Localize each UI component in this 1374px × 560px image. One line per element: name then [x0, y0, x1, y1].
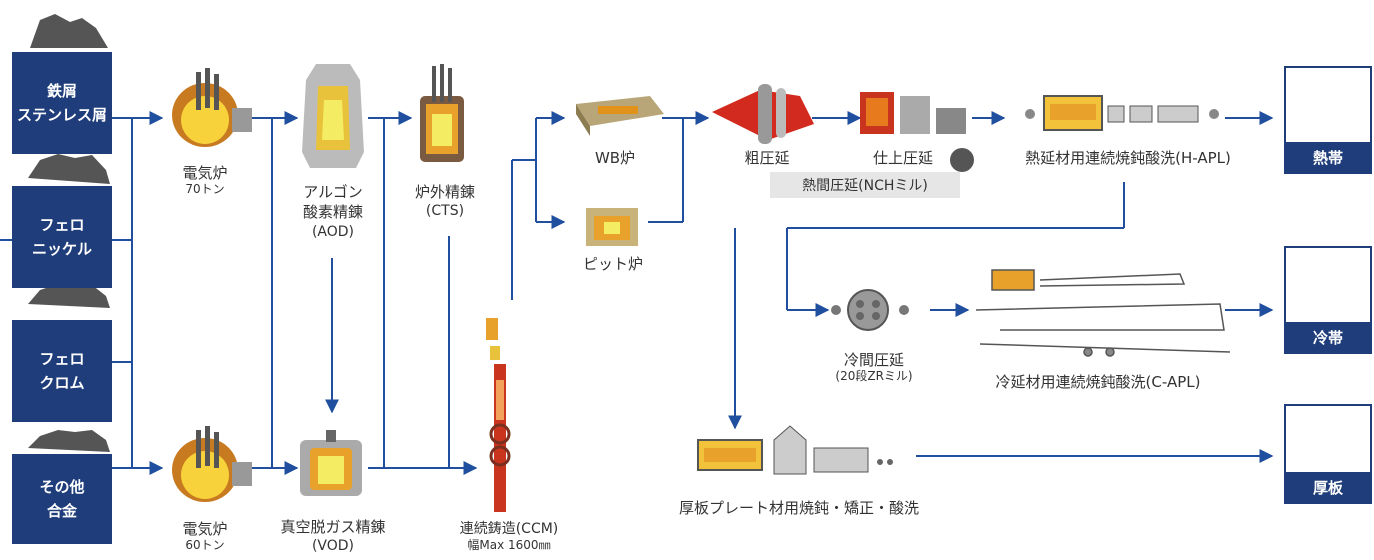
vod-vessel-icon	[300, 430, 362, 496]
material-other-alloys: その他 合金	[12, 454, 112, 544]
ccm-label: 連続鋳造(CCM) 幅Max 1600㎜	[434, 520, 584, 551]
product-plate: 厚板	[1284, 404, 1372, 504]
scrap-pile-icon	[28, 14, 110, 452]
hot-rolling-label: 熱間圧延(NCHミル)	[770, 172, 960, 198]
cold-mill-sub: (20段ZRミル)	[835, 369, 913, 384]
material-ferronickel: フェロ ニッケル	[12, 186, 112, 288]
vod-label: 真空脱ガス精錬 (VOD)	[262, 517, 404, 556]
plate-line-icon	[697, 425, 893, 475]
product-cold-strip-label: 冷帯	[1286, 322, 1370, 352]
ccm-width: 幅Max 1600㎜	[467, 537, 551, 552]
ccm-name: 連続鋳造(CCM)	[459, 521, 559, 537]
capl-label: 冷延材用連続焼鈍酸洗(C-APL)	[995, 373, 1201, 391]
plate-line-label: 厚板プレート材用焼鈍・矯正・酸洗	[678, 499, 919, 517]
electric-furnace-icon	[172, 68, 252, 147]
material-scrap: 鉄屑 ステンレス屑	[12, 52, 112, 154]
eaf2-name: 電気炉	[182, 520, 228, 538]
product-plate-label: 厚板	[1286, 472, 1370, 502]
cold-mill-icon	[831, 289, 909, 331]
cts-code: (CTS)	[425, 203, 465, 220]
cold-annealing-line-icon	[975, 269, 1231, 357]
pit-furnace-icon	[586, 208, 638, 246]
cold-mill-name: 冷間圧延	[843, 351, 904, 369]
aod-converter-icon	[302, 64, 364, 168]
product-cold-strip: 冷帯	[1284, 246, 1372, 354]
aod-label: アルゴン 酸素精錬 (AOD)	[270, 182, 396, 241]
cold-mill-label: 冷間圧延 (20段ZRミル)	[826, 350, 922, 382]
wb-furnace-label: WB炉	[594, 149, 636, 167]
material-ferrochrome: フェロ クロム	[12, 320, 112, 422]
eaf2-label: 電気炉 60トン	[160, 519, 250, 551]
cts-name: 炉外精錬	[414, 183, 475, 201]
annealing-pickling-line-icon	[1025, 95, 1219, 131]
finishing-mill-icon	[860, 92, 974, 172]
electric-furnace-icon	[172, 426, 252, 502]
aod-name: アルゴン 酸素精錬	[302, 183, 363, 222]
eaf2-capacity: 60トン	[185, 538, 225, 553]
eaf1-name: 電気炉	[182, 164, 228, 182]
vod-code: (VOD)	[311, 538, 355, 555]
eaf1-capacity: 70トン	[185, 182, 225, 197]
aod-code: (AOD)	[311, 223, 355, 240]
vod-name: 真空脱ガス精錬	[280, 518, 386, 536]
finish-mill-label: 仕上圧延	[872, 149, 933, 167]
pit-furnace-label: ピット炉	[582, 255, 643, 273]
continuous-caster-icon	[486, 318, 511, 512]
product-hot-strip-label: 熱帯	[1286, 142, 1370, 172]
roughing-mill-icon	[712, 84, 814, 144]
walking-beam-furnace-icon	[576, 96, 664, 136]
hapl-label: 熱延材用連続焼鈍酸洗(H-APL)	[1025, 149, 1231, 167]
product-hot-strip: 熱帯	[1284, 66, 1372, 174]
cts-label: 炉外精錬 (CTS)	[400, 182, 490, 221]
eaf1-label: 電気炉 70トン	[160, 163, 250, 195]
rough-mill-label: 粗圧延	[744, 149, 790, 167]
ladle-furnace-icon	[420, 64, 464, 162]
